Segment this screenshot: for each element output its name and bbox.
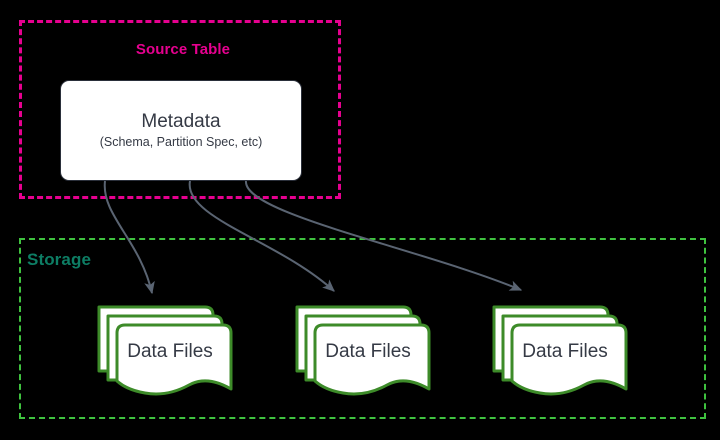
source-table-group-label: Source Table — [135, 41, 231, 58]
metadata-subtitle: (Schema, Partition Spec, etc) — [99, 134, 263, 149]
data-files-node-3[interactable]: Data Files — [492, 297, 638, 403]
data-files-stack-icon — [97, 305, 233, 396]
source-table-group: Source Table — [19, 20, 341, 199]
data-files-node-1[interactable]: Data Files — [97, 297, 243, 403]
data-files-node-2[interactable]: Data Files — [295, 297, 441, 403]
metadata-node[interactable]: Metadata (Schema, Partition Spec, etc) — [60, 80, 302, 181]
storage-group-label: Storage — [27, 250, 91, 269]
metadata-title: Metadata — [141, 110, 221, 132]
data-files-stack-icon — [295, 305, 431, 396]
data-files-stack-icon — [492, 305, 628, 396]
